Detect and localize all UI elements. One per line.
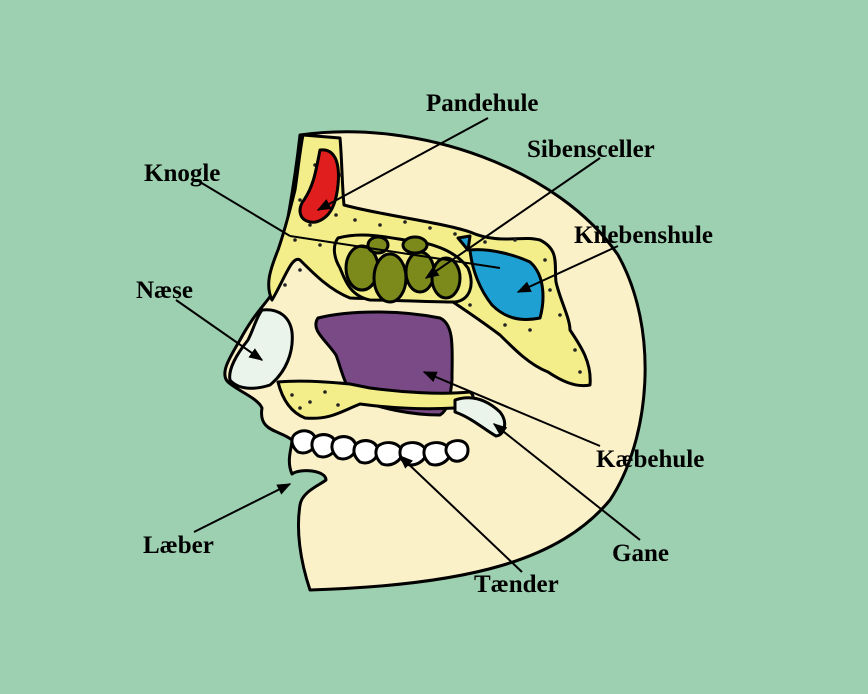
label-taender: Tænder	[474, 571, 559, 598]
leader-knogle-2	[289, 235, 501, 269]
label-kaebehule: Kæbehule	[596, 446, 704, 473]
leader-knogle	[199, 181, 291, 237]
leader-lines	[175, 117, 641, 573]
label-laeber: Læber	[143, 532, 214, 559]
leader-sibensceller	[424, 157, 601, 279]
labels: Pandehule Sibensceller Knogle Kilebenshu…	[136, 90, 713, 598]
bone-texture	[283, 163, 582, 374]
leader-kaebehule	[422, 371, 601, 447]
label-pandehule: Pandehule	[426, 90, 539, 117]
leader-taender	[398, 455, 523, 573]
leader-pandehule	[316, 117, 489, 211]
label-naese: Næse	[136, 277, 193, 304]
label-sibensceller: Sibensceller	[527, 136, 655, 163]
palate-texture	[290, 390, 340, 410]
label-knogle: Knogle	[144, 160, 220, 187]
label-kilebenshule: Kilebenshule	[574, 222, 713, 249]
leader-laeber	[193, 483, 292, 533]
leader-gane	[492, 423, 641, 541]
label-gane: Gane	[612, 540, 669, 567]
leader-kilebenshule	[516, 245, 619, 293]
leader-naese	[175, 299, 264, 361]
sphenoid-sinus-small	[456, 234, 472, 252]
teeth	[290, 429, 470, 467]
